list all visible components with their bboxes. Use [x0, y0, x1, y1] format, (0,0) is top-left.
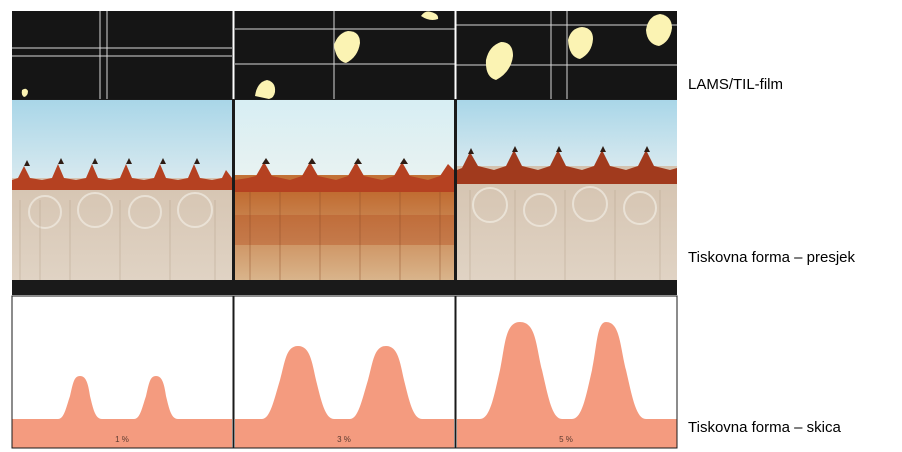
row-separator-band	[12, 281, 677, 295]
print-form-ridge-icon	[235, 162, 454, 192]
print-form-ridge-icon	[12, 164, 232, 190]
row-label-film: LAMS/TIL-film	[688, 76, 784, 93]
section-photo-2	[235, 100, 454, 280]
percent-label-2: 3 %	[337, 435, 351, 444]
sketch-row: 1 % 3 % 5 %	[11, 295, 678, 449]
sketch-profile-3	[457, 322, 677, 448]
row-label-sketch: Tiskovna forma – skica	[688, 419, 841, 436]
print-form-ridge-icon	[457, 150, 677, 184]
percent-label-1: 1 %	[115, 435, 129, 444]
sketch-profile-2	[235, 346, 454, 448]
section-photo-1	[12, 100, 232, 280]
section-photo-3	[457, 100, 677, 280]
sketch-profile-1	[12, 376, 232, 448]
film-row	[12, 11, 677, 99]
row-label-section: Tiskovna forma – presjek	[688, 249, 856, 266]
percent-label-3: 5 %	[559, 435, 573, 444]
section-row	[12, 99, 677, 281]
film-halftone-dot-icon	[21, 11, 672, 99]
